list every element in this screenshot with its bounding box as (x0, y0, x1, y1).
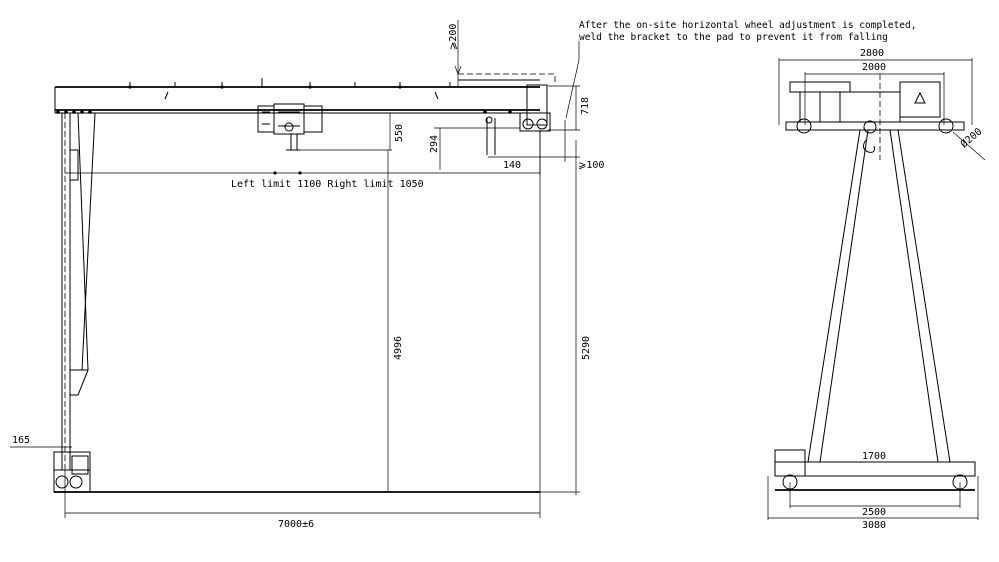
side-wheel-left (796, 118, 812, 134)
side-trolley-body (839, 91, 901, 123)
side-motor (799, 91, 821, 123)
leg-foot-gusset (70, 369, 89, 396)
girder-bolts (56, 85, 512, 114)
side-top-plate (789, 81, 851, 93)
front-view: After the on-site horizontal wheel adjus… (10, 20, 916, 530)
dim-1700-label: 1700 (862, 451, 886, 462)
dim-2500-label: 2500 (862, 507, 886, 518)
dim-phi200-leader (952, 131, 986, 161)
dim-7000-label: 7000±6 (278, 519, 314, 530)
side-drive-unit (774, 449, 806, 477)
girder-marks (129, 78, 451, 100)
travel-motor (71, 455, 89, 475)
side-leg-right-inner (889, 129, 939, 463)
dim-ge100-label: ⩾100 (578, 160, 604, 171)
dim-718-label: 718 (580, 97, 591, 115)
dim-5290-label: 5290 (581, 336, 592, 360)
dim-ge200-label: ⩾200 (448, 24, 459, 50)
dim-2800-label: 2800 (860, 48, 884, 59)
leg-plate (70, 149, 79, 181)
side-wheel-right (938, 118, 954, 134)
dim-phi200-label: Ø200 (958, 126, 984, 151)
travel-wheel-2 (69, 475, 83, 489)
warning-icon (914, 91, 926, 104)
hoist-trolley (257, 103, 323, 151)
leg-brace-2 (81, 112, 96, 371)
side-electric-box (899, 81, 941, 118)
side-leg-left-outer (807, 129, 861, 463)
dim-2000-label: 2000 (862, 62, 886, 73)
right-wheel-block (519, 112, 551, 132)
right-wheel-1 (522, 118, 534, 130)
right-wheel-2 (536, 118, 548, 130)
dim-4996-label: 4996 (393, 336, 404, 360)
side-leg-left-inner (819, 129, 869, 463)
side-leg-right-outer (897, 129, 951, 463)
note-line-2: weld the bracket to the pad to prevent i… (579, 32, 888, 43)
note-line-1: After the on-site horizontal wheel adjus… (579, 20, 916, 31)
dim-165-label: 165 (12, 435, 30, 446)
hook-icon (862, 139, 875, 153)
travel-wheel-1 (55, 475, 69, 489)
note-leader (565, 41, 580, 119)
side-view: 2800 2000 Ø200 1700 2500 3080 (767, 48, 986, 531)
dim-3080-label: 3080 (862, 520, 886, 531)
leg-brace-1 (77, 112, 89, 371)
buffer-pin (485, 116, 493, 124)
dim-550-label: 550 (394, 124, 405, 142)
dim-140-label: 140 (503, 160, 521, 171)
bracket-outline-dashed (458, 73, 556, 85)
dim-294-label: 294 (429, 135, 440, 153)
side-hook-sheave (863, 120, 877, 134)
limit-label: Left limit 1100 Right limit 1050 (231, 179, 424, 190)
